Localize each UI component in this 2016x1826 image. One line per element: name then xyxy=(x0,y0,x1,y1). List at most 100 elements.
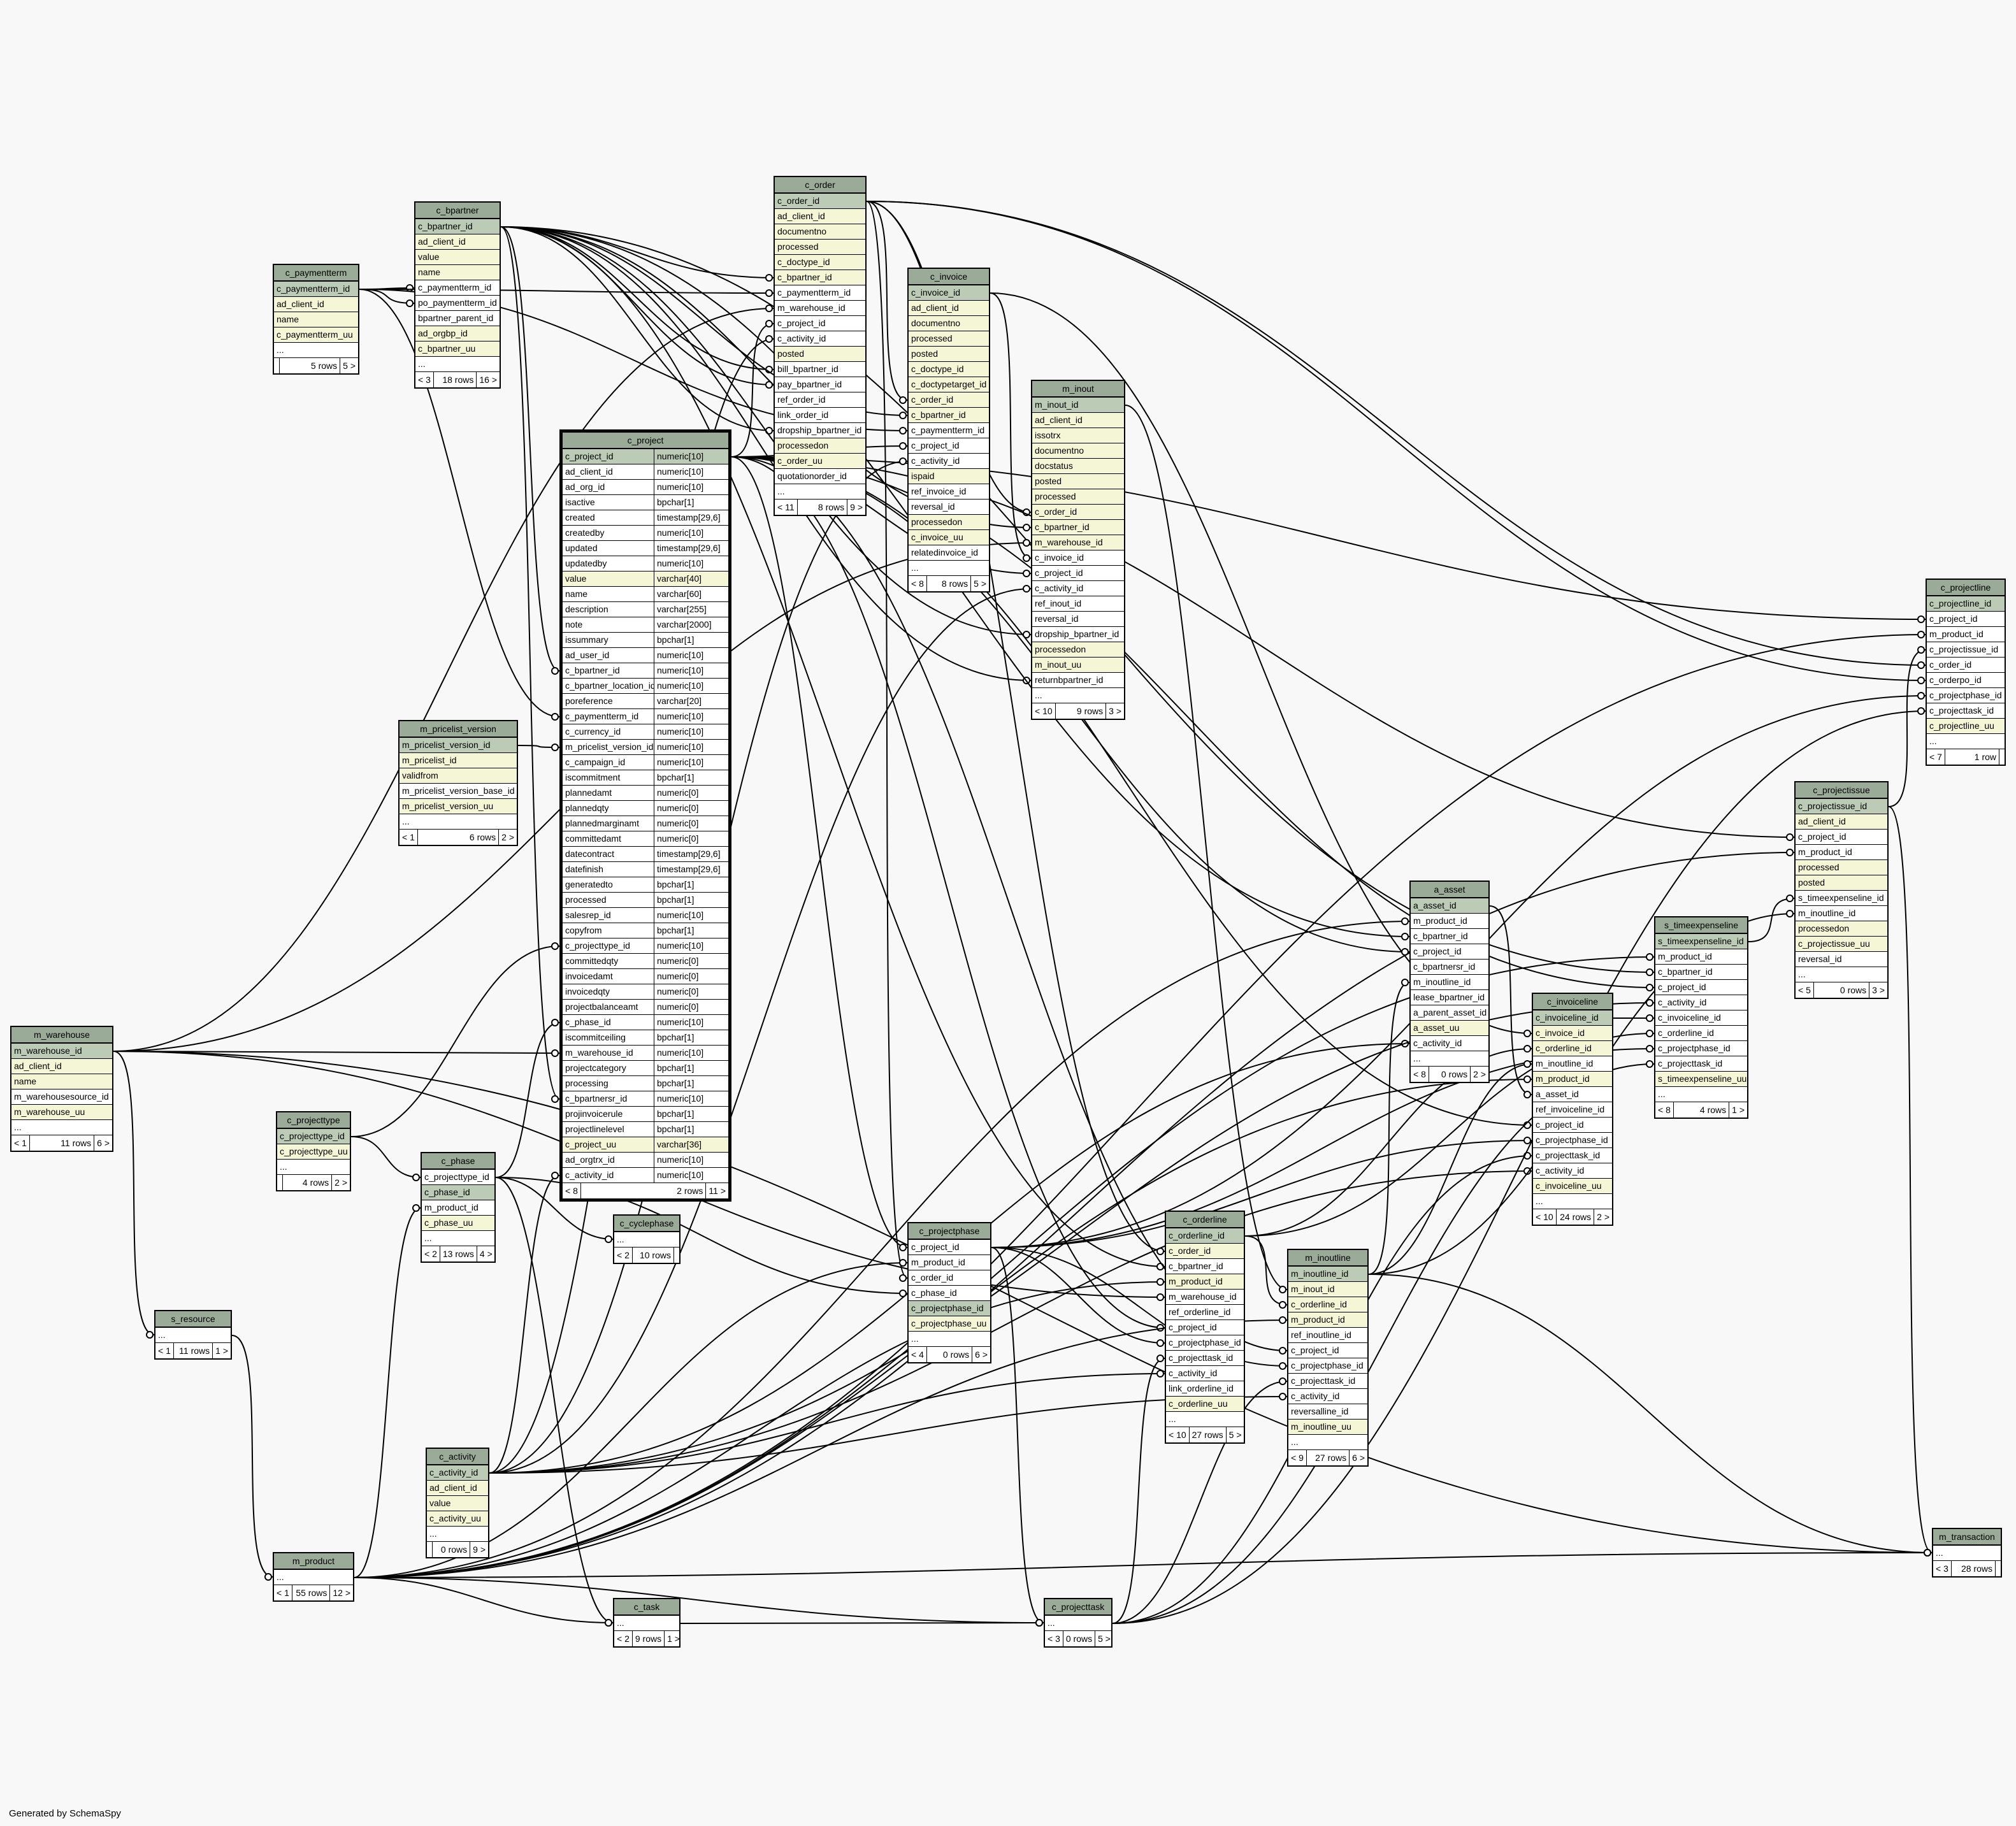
column-row[interactable]: ... xyxy=(1411,1051,1488,1067)
child-count[interactable]: 3 > xyxy=(1109,706,1121,716)
column-row[interactable]: c_orderpo_id xyxy=(1927,673,2005,688)
child-count[interactable] xyxy=(674,1247,679,1263)
column-row[interactable]: m_warehouse_uu xyxy=(11,1105,112,1120)
column-row[interactable]: c_paymentterm_id xyxy=(775,285,865,301)
column-row[interactable]: a_asset_id xyxy=(1411,898,1488,914)
table-header[interactable]: m_inout xyxy=(1032,381,1124,398)
parent-count[interactable]: < 8 xyxy=(1655,1102,1674,1118)
column-row[interactable]: ... xyxy=(775,484,865,500)
column-row[interactable]: c_activity_id xyxy=(1411,1036,1488,1051)
column-row[interactable]: posted xyxy=(1796,875,1887,891)
child-count[interactable]: 12 > xyxy=(333,1588,350,1598)
column-row[interactable]: m_warehouse_id xyxy=(11,1044,112,1059)
parent-count[interactable]: < 1 xyxy=(400,830,418,845)
child-count[interactable]: 2 > xyxy=(335,1177,347,1188)
column-row[interactable]: ... xyxy=(909,1332,990,1347)
parent-count[interactable] xyxy=(274,358,280,373)
parent-count[interactable]: < 9 xyxy=(1288,1450,1307,1465)
column-row[interactable]: c_project_id xyxy=(1796,830,1887,845)
column-row[interactable]: c_order_id xyxy=(775,194,865,209)
table-header[interactable]: c_order xyxy=(775,177,865,194)
column-row[interactable]: ... xyxy=(155,1328,231,1343)
column-row[interactable]: lease_bpartner_id xyxy=(1411,990,1488,1005)
column-row[interactable]: m_product_id xyxy=(422,1200,494,1216)
child-count[interactable] xyxy=(1996,1561,2001,1576)
column-row[interactable]: c_projectline_uu xyxy=(1927,719,2005,734)
column-row[interactable]: c_orderline_id xyxy=(1655,1026,1747,1041)
column-row[interactable]: ad_client_id xyxy=(427,1481,488,1496)
column-row[interactable]: ref_inoutline_id xyxy=(1288,1328,1367,1343)
column-row[interactable]: m_inoutline_id xyxy=(1533,1056,1612,1072)
column-row[interactable]: validfrom xyxy=(400,768,517,784)
column-row[interactable]: posted xyxy=(1032,474,1124,489)
column-row[interactable]: ref_inout_id xyxy=(1032,596,1124,612)
row-count[interactable]: 6 rows xyxy=(418,830,500,845)
column-row[interactable]: c_activity_uu xyxy=(427,1511,488,1527)
column-row[interactable]: m_product_id xyxy=(1655,949,1747,965)
column-row[interactable]: m_pricelist_version_id xyxy=(400,738,517,753)
column-row[interactable]: s_timeexpenseline_uu xyxy=(1655,1072,1747,1087)
column-row[interactable]: m_inout_id xyxy=(1288,1282,1367,1297)
row-count[interactable]: 9 rows xyxy=(633,1631,665,1646)
column-row[interactable]: docstatus xyxy=(1032,459,1124,474)
column-row[interactable]: c_projectphase_id xyxy=(1166,1335,1244,1351)
table-header[interactable]: m_warehouse xyxy=(11,1027,112,1044)
column-row[interactable]: reversal_id xyxy=(909,500,989,515)
child-count[interactable]: 2 > xyxy=(1473,1069,1486,1079)
column-row[interactable]: ad_client_id xyxy=(274,297,358,312)
table-header[interactable]: m_inoutline xyxy=(1288,1250,1367,1267)
row-count[interactable]: 2 rows xyxy=(581,1183,707,1198)
parent-count[interactable]: < 1 xyxy=(11,1135,30,1151)
row-count[interactable]: 4 rows xyxy=(1674,1102,1730,1118)
row-count[interactable]: 0 rows xyxy=(927,1347,973,1362)
row-count[interactable]: 18 rows xyxy=(434,372,477,387)
table-header[interactable]: a_asset xyxy=(1411,882,1488,898)
child-count[interactable] xyxy=(1999,749,2005,765)
column-row[interactable]: m_inout_id xyxy=(1032,398,1124,413)
column-row[interactable]: c_phase_uu xyxy=(422,1216,494,1231)
column-row[interactable]: link_order_id xyxy=(775,408,865,423)
column-row[interactable]: s_timeexpenseline_id xyxy=(1796,891,1887,906)
column-row[interactable]: ... xyxy=(274,343,358,358)
column-row[interactable]: relatedinvoice_id xyxy=(909,545,989,561)
column-row[interactable]: c_projecttype_uu xyxy=(277,1144,350,1160)
row-count[interactable]: 13 rows xyxy=(440,1246,477,1262)
table-header[interactable]: c_projecttask xyxy=(1045,1599,1111,1616)
column-row[interactable]: m_product_id xyxy=(1927,627,2005,642)
child-count[interactable]: 5 > xyxy=(343,361,356,371)
column-row[interactable]: c_projectphase_uu xyxy=(909,1316,990,1332)
column-row[interactable]: value xyxy=(415,250,500,265)
row-count[interactable]: 28 rows xyxy=(1952,1561,1996,1576)
row-count[interactable]: 1 row xyxy=(1945,749,1999,765)
column-row[interactable]: ad_client_id xyxy=(415,234,500,250)
column-row[interactable]: value xyxy=(427,1496,488,1511)
column-row[interactable]: m_product_id xyxy=(909,1255,990,1270)
table-header[interactable]: c_invoiceline xyxy=(1533,994,1612,1010)
child-count[interactable]: 9 > xyxy=(850,502,863,512)
column-row[interactable]: ... xyxy=(1796,967,1887,982)
row-count[interactable]: 11 rows xyxy=(30,1135,95,1151)
column-row[interactable]: c_activity_id xyxy=(1533,1163,1612,1179)
